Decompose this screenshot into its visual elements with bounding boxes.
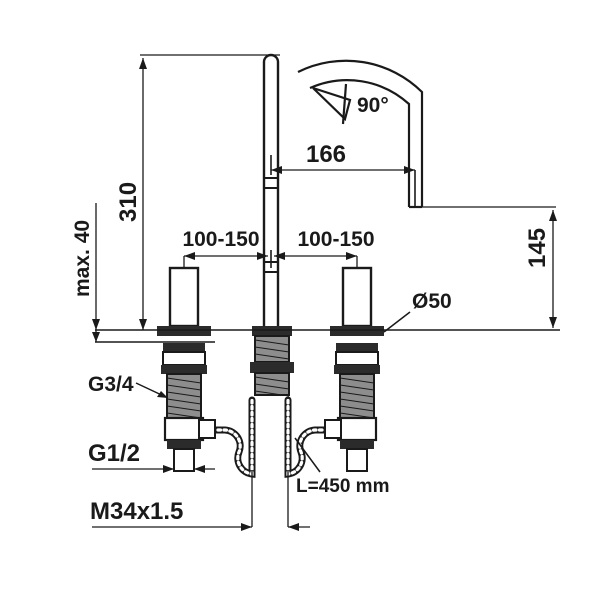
arrow-spread-right-inner [274, 252, 285, 260]
arrow-310-bottom [139, 319, 147, 330]
dimension-310-group [139, 54, 280, 330]
arrow-310-top [139, 58, 147, 69]
arrow-145-top [549, 210, 557, 221]
valve-centre-flange-top [252, 326, 292, 336]
label-spread-right: 100-150 [297, 228, 374, 251]
arrow-166-right [404, 166, 415, 174]
dimension-spread-group [183, 252, 358, 268]
label-reach-166: 166 [306, 141, 346, 168]
arrow-g12-left [163, 465, 174, 473]
callout-g34-group [135, 382, 169, 399]
swivel-spout-group [297, 59, 424, 209]
valve-right-group [330, 266, 384, 472]
valve-left-collar [162, 351, 206, 366]
spout-outer-arc [297, 59, 424, 207]
label-thread-m34: M34x1.5 [90, 498, 183, 525]
valve-left-group [157, 266, 211, 472]
callout-hose-length-group [294, 437, 321, 473]
arrow-spread-left-inner [257, 252, 268, 260]
valve-left-ring-2 [161, 365, 207, 374]
valve-right-ring-2 [334, 365, 380, 374]
deck-surface-group [95, 329, 560, 343]
label-spout-height-145: 145 [524, 228, 551, 268]
dimension-m34-group [92, 470, 310, 531]
leader-line-hose [294, 437, 321, 473]
valve-centre-group [250, 326, 294, 397]
label-spread-left: 100-150 [182, 228, 259, 251]
valve-right-collar [335, 351, 379, 366]
valve-centre-ring [250, 362, 294, 373]
valve-left-outlet-tube [173, 448, 195, 472]
angle-symbol-group [312, 83, 352, 125]
valve-centre-thread-hatch-upper [254, 339, 290, 360]
valve-right-nut-base [340, 440, 374, 449]
arrow-166-left [271, 166, 282, 174]
angle-arrow-triangle [312, 86, 352, 122]
label-thread-g34: G3/4 [88, 373, 134, 396]
arrow-g12-right [194, 465, 205, 473]
dimension-g12-group [92, 465, 215, 473]
arrow-max40-upper [92, 319, 100, 330]
valve-left-ring-1 [163, 343, 205, 352]
valve-left-nut-base [167, 440, 201, 449]
valve-left-nut-body [163, 416, 205, 442]
arrow-145-bottom [549, 317, 557, 328]
hose-left-braid [204, 398, 254, 476]
callout-d50-group [383, 311, 411, 333]
arrow-spread-left-outer [184, 252, 195, 260]
arrow-m34-left [241, 523, 252, 531]
label-hose-length: L=450 mm [296, 476, 389, 497]
arrow-max40-lower [92, 332, 100, 342]
dimension-145-group [422, 206, 557, 328]
spout-inner-arc [309, 79, 411, 207]
hose-connector-right [324, 419, 342, 439]
arrow-g34 [157, 391, 168, 398]
label-swivel-90: 90° [357, 94, 389, 117]
label-thread-g12: G1/2 [88, 440, 140, 467]
flexible-hose-group [198, 396, 342, 478]
arrow-m34-right [288, 523, 299, 531]
valve-right-handle-stem [341, 266, 373, 328]
valve-right-flange-top [330, 326, 384, 336]
arrow-spread-right-outer [346, 252, 357, 260]
hose-connector-left [198, 419, 216, 439]
angle-tick-line [341, 83, 348, 125]
label-max-40: max. 40 [71, 220, 94, 297]
hose-right-braid [286, 398, 336, 476]
valve-left-flange-top [157, 326, 211, 336]
valve-left-handle-stem [168, 266, 200, 328]
valve-right-nut-body [336, 416, 378, 442]
spout-column-group [262, 53, 280, 332]
dimension-max40-group [92, 203, 100, 342]
dimension-166-group [271, 166, 415, 174]
valve-centre-thread-hatch-lower [254, 376, 290, 397]
label-diameter-50: Ø50 [412, 290, 452, 313]
spout-column-outline [262, 53, 280, 332]
label-height-310: 310 [115, 182, 142, 222]
valve-right-ring-1 [336, 343, 378, 352]
valve-right-outlet-tube [346, 448, 368, 472]
leader-line-d50 [383, 311, 411, 333]
